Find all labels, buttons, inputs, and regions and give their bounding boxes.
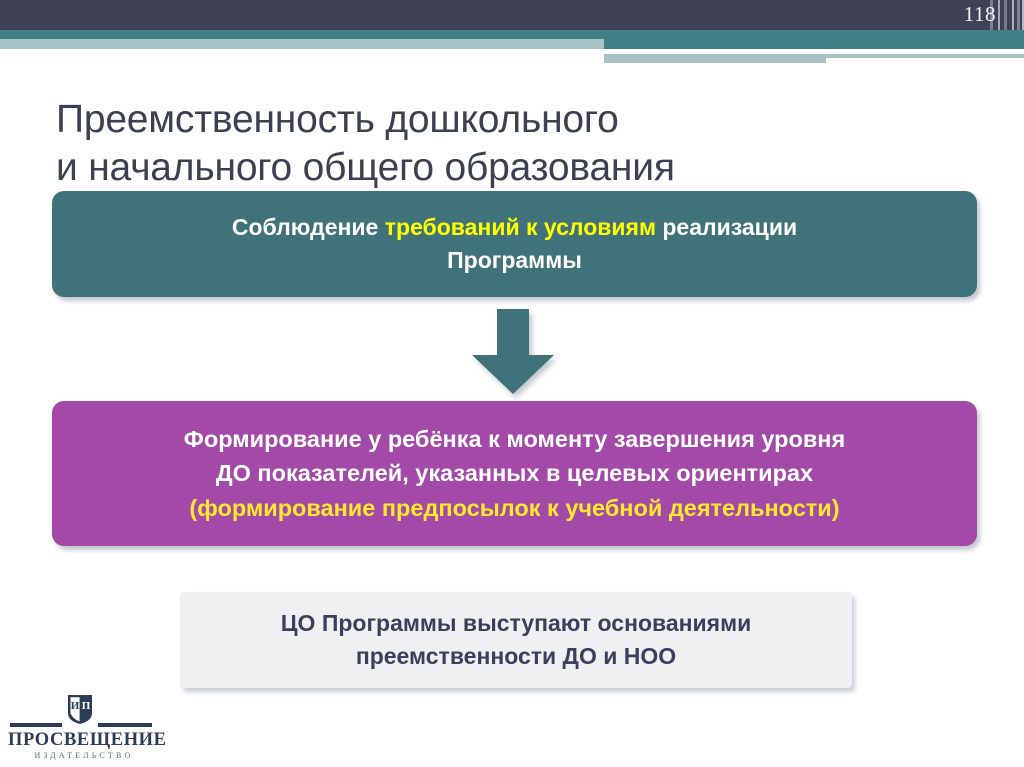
accent-stripe-pale-mid	[604, 54, 1024, 63]
logo-rule-right	[98, 723, 152, 727]
shield-book-icon: И П	[68, 695, 92, 724]
requirements-box: Соблюдение требований к условиям реализа…	[52, 191, 977, 297]
target-outcomes-line-3-highlight: (формирование предпосылок к учебной деят…	[189, 494, 840, 521]
accent-stripe-white-cut	[826, 58, 1024, 64]
continuity-line-2: преемственности ДО и НОО	[355, 643, 677, 669]
page-number: 118	[963, 2, 996, 26]
continuity-conclusion-box: ЦО Программы выступают основаниями преем…	[180, 592, 852, 688]
requirements-box-text: Соблюдение требований к условиям реализа…	[232, 211, 797, 276]
continuity-line-1: ЦО Программы выступают основаниями	[280, 609, 752, 636]
accent-stripe-pale-left	[0, 39, 604, 49]
arrow-down-icon	[472, 309, 554, 394]
target-outcomes-line-1: Формирование у ребёнка к моменту заверше…	[183, 426, 846, 453]
header-bar	[0, 0, 1024, 30]
page-title: Преемственность дошкольного и начального…	[56, 96, 956, 191]
requirements-text-highlight: требований к условиям	[384, 214, 656, 241]
requirements-text-lead: Соблюдение	[231, 214, 385, 241]
page-title-line-1: Преемственность дошкольного	[56, 98, 619, 142]
logo-subtitle: ИЗДАТЕЛЬСТВО	[34, 751, 134, 760]
requirements-line-1: Соблюдение требований к условиям реализа…	[232, 211, 797, 244]
page-title-line-2: и начального общего образования	[56, 145, 675, 189]
svg-text:П: П	[82, 700, 91, 712]
accent-stripe-teal-right	[604, 39, 1024, 49]
requirements-text-tail: реализации	[655, 214, 798, 241]
target-outcomes-box: Формирование у ребёнка к моменту заверше…	[52, 401, 977, 546]
requirements-line-2: Программы	[447, 247, 582, 273]
accent-stripe-teal-full	[0, 30, 1024, 39]
target-outcomes-line-2: ДО показателей, указанных в целевых орие…	[215, 460, 814, 487]
target-outcomes-box-text: Формирование у ребёнка к моменту заверше…	[184, 422, 845, 524]
svg-text:И: И	[71, 700, 80, 712]
accent-stripe-white-gap	[604, 49, 1024, 54]
logo-name: ПРОСВЕЩЕНИЕ	[8, 730, 167, 750]
continuity-conclusion-text: ЦО Программы выступают основаниями преем…	[281, 607, 752, 674]
publisher-logo: И П ПРОСВЕЩЕНИЕ ИЗДАТЕЛЬСТВО	[8, 694, 174, 760]
logo-rule-left	[10, 723, 62, 727]
